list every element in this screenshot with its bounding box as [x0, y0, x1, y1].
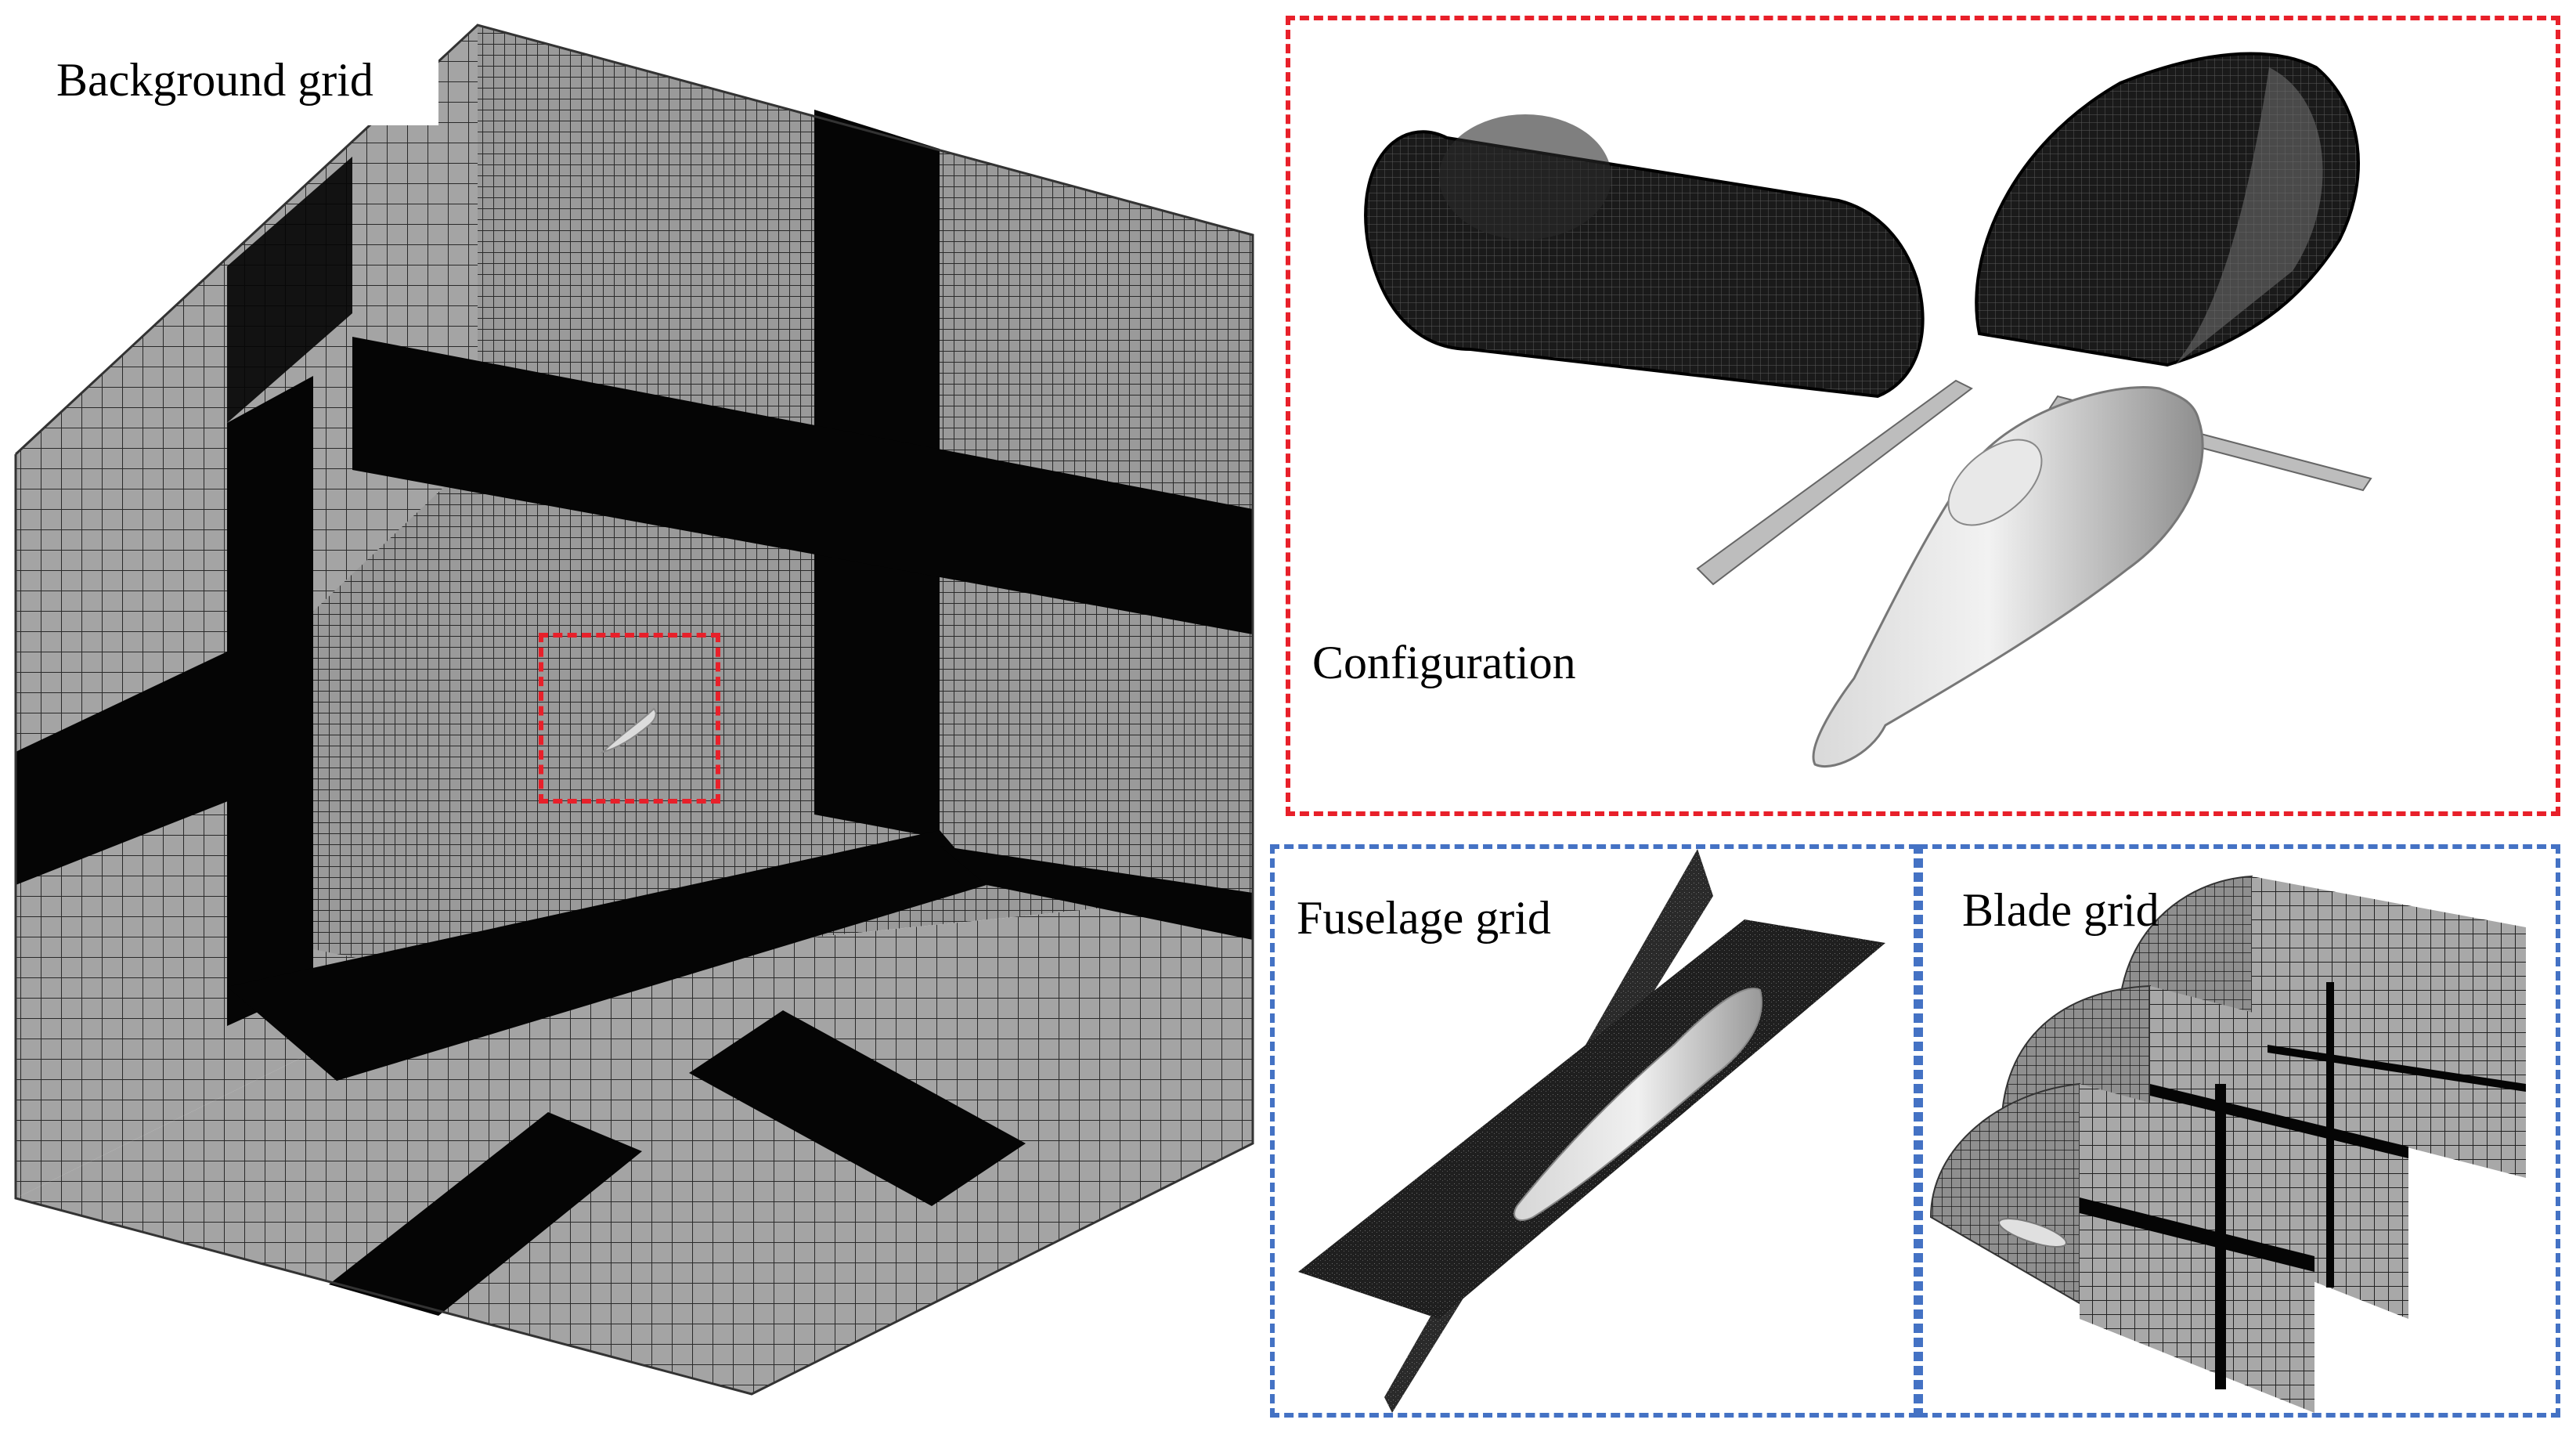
blade-grid-panel: Blade grid	[1918, 844, 2560, 1418]
background-grid-label: Background grid	[56, 54, 373, 106]
blade-grid-disk-front	[1929, 1082, 2080, 1305]
background-grid-cube	[0, 23, 1254, 1396]
fuselage-grid-plane-horizontal	[1298, 919, 1885, 1319]
dense-band-left-vertical	[227, 376, 313, 1026]
configuration-illustration	[1364, 52, 2372, 768]
blade-section	[1998, 1218, 2067, 1248]
fuselage-body	[1812, 386, 2204, 768]
dense-band-bottom-vertical	[329, 1112, 642, 1316]
canopy	[1947, 439, 2043, 526]
rotor-blade-left	[1696, 379, 1973, 586]
fuselage-grid-body	[1513, 988, 1762, 1221]
fuselage-grid-illustration	[1298, 849, 1885, 1413]
zoom-marker-frame	[539, 633, 720, 804]
blade-grid-illustration	[1929, 875, 2526, 1413]
fuselage-thumbnail	[600, 707, 657, 753]
background-grid-panel: Background grid	[0, 0, 1268, 1434]
inner-cube-left-face	[305, 470, 462, 979]
dense-band-right-edge	[940, 846, 1253, 940]
dense-band-top-left	[227, 157, 352, 423]
fuselage-grid-label: Fuselage grid	[1297, 892, 1551, 944]
dense-band-bottom-right	[689, 1010, 1026, 1206]
blade-grid-label: Blade grid	[1962, 884, 2159, 936]
configuration-label: Configuration	[1312, 637, 1576, 688]
fuselage-grid-plane-vertical	[1384, 849, 1713, 1413]
blade-grid-plane-front	[2080, 1084, 2314, 1413]
dense-band-top-horizontal	[352, 337, 1253, 634]
fuselage-grid-panel: Fuselage grid	[1270, 844, 1918, 1418]
configuration-panel: Configuration	[1286, 16, 2560, 816]
cube-bottom-face	[16, 893, 1253, 1394]
dense-band-bottom-diagonal	[227, 830, 987, 1081]
